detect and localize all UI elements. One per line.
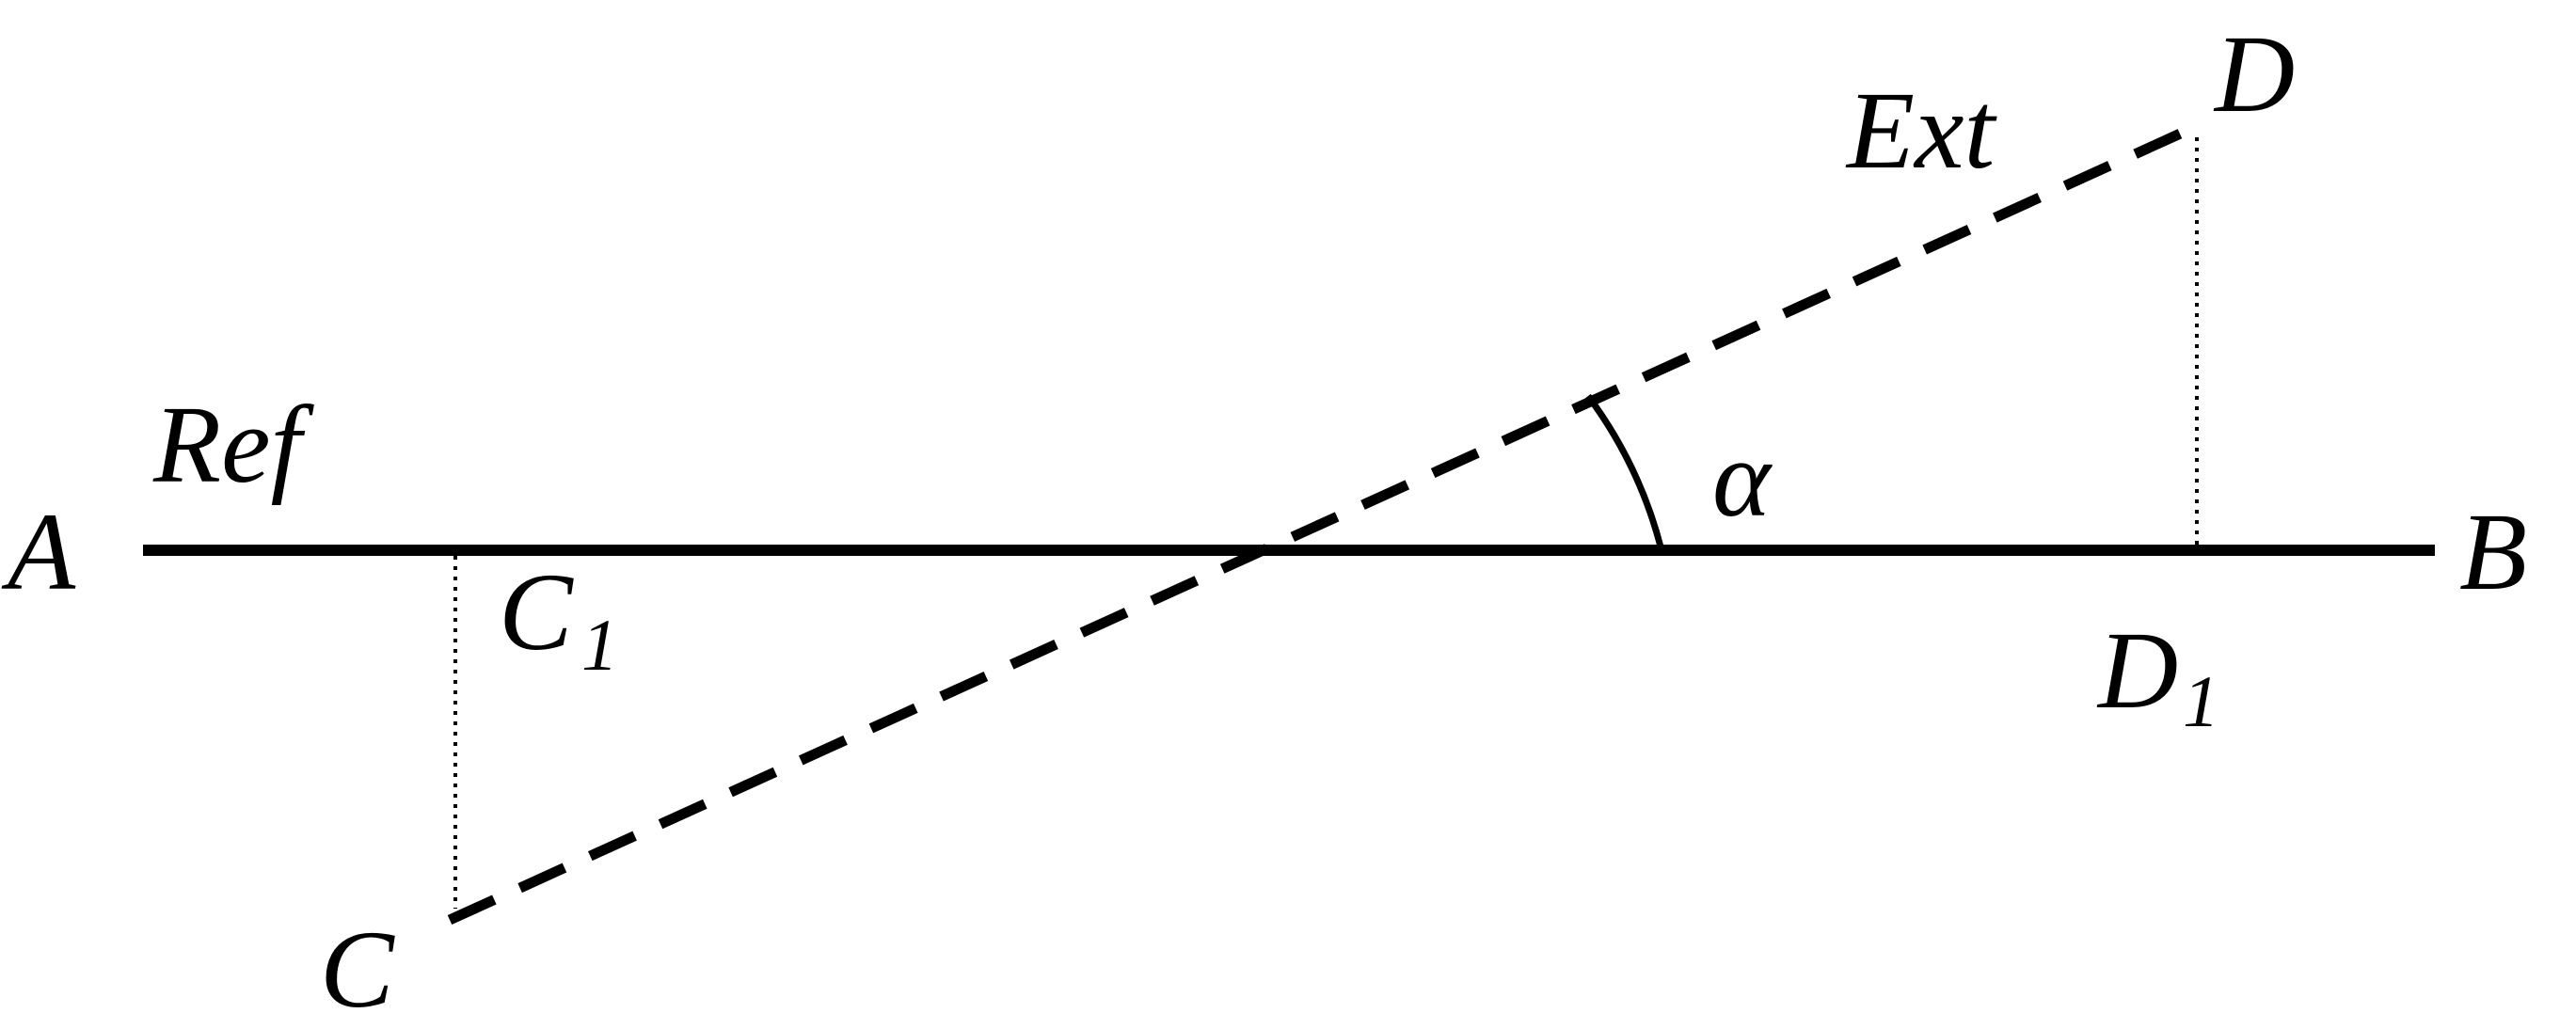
- label-point-d1-main: D: [2096, 609, 2178, 732]
- label-point-d: D: [2213, 12, 2295, 135]
- label-point-c: C: [320, 908, 395, 1029]
- extension-line-cd: [447, 120, 2200, 926]
- angle-arc-alpha: [1585, 393, 1665, 551]
- label-ext: Ext: [1845, 69, 1997, 192]
- label-point-c1: C 1: [499, 550, 618, 686]
- label-point-d1: D 1: [2096, 609, 2219, 742]
- label-point-d1-subscript: 1: [2183, 660, 2219, 742]
- label-point-a: A: [1, 490, 76, 613]
- label-alpha: α: [1712, 417, 1773, 540]
- label-ref: Ref: [152, 383, 314, 506]
- label-point-c1-main: C: [499, 550, 574, 673]
- label-point-b: B: [2459, 490, 2527, 613]
- label-point-c1-subscript: 1: [581, 604, 618, 686]
